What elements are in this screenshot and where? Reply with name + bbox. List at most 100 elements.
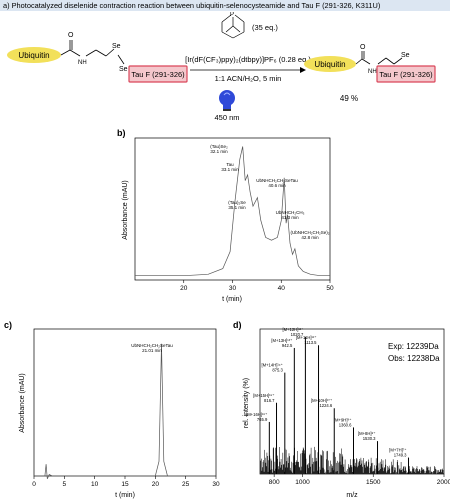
x-tick-label: 10 <box>91 481 99 488</box>
ms-peak-mz: 1020.7 <box>291 332 304 337</box>
chart-d-ylabel: rel. intensity (%) <box>243 378 250 428</box>
x-tick-label: 2000 <box>437 479 450 486</box>
reagent-p-atom: P <box>230 12 234 18</box>
chart-d-peak-labels: [M+16H]¹⁶⁺765.9 [M+15H]¹⁵⁺816.7 [M+14H]¹⁴⁺… <box>246 327 407 458</box>
peak-label: UbNHCH₂CH₂SeTau <box>256 178 298 183</box>
peak-time: 33.1 min <box>221 167 239 172</box>
peak-label: (UbNHCH₂CH₂Se)₂ <box>291 230 330 235</box>
ubiquitin-label-right: Ubiquitin <box>314 60 345 69</box>
panel-b-letter: b) <box>117 128 126 138</box>
ms-peak-label: [M+9H]⁹⁺ <box>334 417 352 422</box>
chart-d-xlabel: m/z <box>346 492 358 499</box>
blue-light-bulb-icon <box>219 90 235 111</box>
ms-peak-label: [M+12H]¹²⁺ <box>282 327 303 332</box>
ms-peak-mz: 942.5 <box>282 343 293 348</box>
chart-c-xlabel: t (min) <box>115 492 135 499</box>
tau-box-left <box>128 65 188 83</box>
right-linker-bonds <box>355 51 403 65</box>
chart-b-xlabel: t (min) <box>222 296 242 303</box>
ubiquitin-oval-right <box>304 56 356 72</box>
ms-noise <box>260 446 444 474</box>
ms-obs-mass: Obs: 12238Da <box>388 354 440 363</box>
peak-time: 40.6 min <box>268 183 286 188</box>
x-tick-label: 15 <box>121 481 129 488</box>
panel-a-header: a) Photocatalyzed diselenide contraction… <box>0 0 450 11</box>
ms-peak-label: [M+16H]¹⁶⁺ <box>246 412 267 417</box>
x-tick-label: 20 <box>180 285 188 292</box>
ubiquitin-label-left: Ubiquitin <box>18 51 49 60</box>
chart-b-ylabel: Absorbance (mAU) <box>122 180 129 240</box>
conditions-text: 1:1 ACN/H₂O, 5 min <box>215 74 282 83</box>
chart-c-peak-label: UbNHCH₂CH₂SeTau <box>131 343 173 348</box>
right-carbonyl-o: O <box>360 44 366 51</box>
peak-time: 41.3 min <box>281 215 299 220</box>
light-wavelength: 450 nm <box>214 113 239 122</box>
ms-peak-mz: 1113.5 <box>304 340 317 345</box>
x-tick-label: 30 <box>229 285 237 292</box>
left-nh: NH <box>78 60 87 66</box>
x-tick-label: 25 <box>182 481 190 488</box>
chart-d-peaks <box>268 337 410 474</box>
x-tick-label: 800 <box>269 479 280 486</box>
chart-c-ylabel: Absorbance (mAU) <box>19 373 26 433</box>
chart-c-x-ticks: 0 5 10 15 20 25 30 <box>32 476 220 488</box>
x-tick-label: 50 <box>326 285 334 292</box>
chart-b-x-ticks: 20 30 40 50 <box>180 280 334 292</box>
right-nh: NH <box>368 69 377 75</box>
reaction-arrow-head <box>300 67 306 73</box>
tau-label-left: Tau F (291-326) <box>131 70 185 79</box>
ms-peak-mz: 1530.3 <box>363 436 376 441</box>
ms-exp-mass: Exp: 12239Da <box>388 342 439 351</box>
x-tick-label: 20 <box>152 481 160 488</box>
reagent-structure <box>221 14 245 39</box>
ms-peak-label: [M+14H]¹⁴⁺ <box>261 363 282 368</box>
ms-peak-mz: 875.3 <box>272 368 283 373</box>
ms-peak-mz: 816.7 <box>264 398 275 403</box>
peak-label: UbNHCH₂CH₃ <box>276 210 305 215</box>
tau-label-right: Tau F (291-326) <box>379 70 433 79</box>
chart-c-frame <box>33 328 217 477</box>
hplc-chart-purified: 0 5 10 15 20 25 30 t (min) Absorbance (mAU) Ub… <box>19 328 220 499</box>
hplc-chart-crude: 20 30 40 50 t (min) Absorbance (mAU) (Tau)S… <box>122 137 334 303</box>
x-tick-label: 30 <box>212 481 220 488</box>
ms-peak-mz: 1749.3 <box>394 453 407 458</box>
tau-box-right <box>376 65 436 83</box>
ms-peak-label: [M+7H]⁷⁺ <box>389 448 406 453</box>
ms-peak-label: [M+8H]⁸⁺ <box>358 431 376 436</box>
ms-peak-mz: 1224.6 <box>319 403 332 408</box>
left-se-1: Se <box>112 43 121 50</box>
right-se: Se <box>401 52 410 59</box>
ms-peak-label: [M+13H]¹³⁺ <box>271 338 292 343</box>
ms-peak-mz: 1360.6 <box>339 422 352 427</box>
x-tick-label: 0 <box>32 481 36 488</box>
peak-time: 42.8 min <box>301 235 319 240</box>
chart-b-trace <box>135 146 330 277</box>
reagent-eq: (35 eq.) <box>252 23 278 32</box>
chart-c-trace <box>34 343 216 480</box>
ms-peak-label: [M+10H]¹⁰⁺ <box>311 398 332 403</box>
peak-time: 35.1 min <box>228 205 246 210</box>
ms-peak-mz: 765.9 <box>257 417 268 422</box>
peak-label: (Tau)₂Se <box>228 200 246 205</box>
panel-a-title: a) Photocatalyzed diselenide contraction… <box>3 1 381 10</box>
catalyst-text: [Ir(dF(CF₃)ppy)₂(dtbpy)]PF₆ (0.28 eq.) <box>185 55 311 64</box>
peak-time: 32.1 min <box>210 149 228 154</box>
chart-b-peak-labels: (Tau)Se₂ 32.1 min Tau 33.1 min (Tau)₂Se … <box>210 144 330 240</box>
ms-peak-label: [M+15H]¹⁵⁺ <box>253 393 274 398</box>
x-tick-label: 40 <box>278 285 286 292</box>
peak-label: (Tau)Se₂ <box>210 144 228 149</box>
chart-c-peak-time: 21.01 min <box>142 348 162 353</box>
panel-c-letter: c) <box>4 320 13 330</box>
left-linker-bonds <box>60 40 125 65</box>
peak-label: Tau <box>226 162 234 167</box>
reaction-scheme: Ubiquitin O NH Se Se Tau F (291-326) P (… <box>7 12 436 122</box>
x-tick-label: 5 <box>63 481 67 488</box>
ms-peak-label: [M+11H]¹¹⁺ <box>296 335 317 340</box>
left-se-2: Se <box>119 66 128 73</box>
panel-d-letter: d) <box>233 320 242 330</box>
x-tick-label: 1000 <box>295 479 310 486</box>
yield-text: 49 % <box>340 94 358 103</box>
chart-d-noise <box>260 446 444 474</box>
